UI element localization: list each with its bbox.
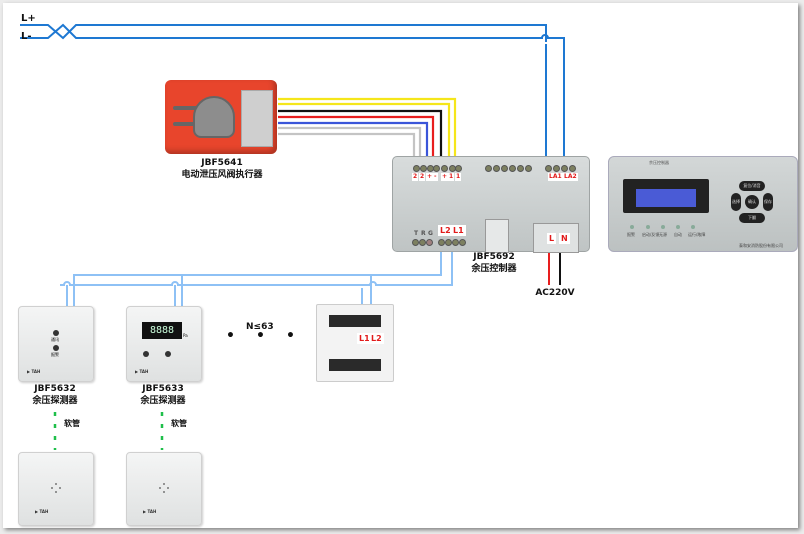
terminal-module: L1 L2 [316, 304, 394, 382]
maker-label: 泰和安消防股份有限公司 [739, 243, 783, 248]
ellipsis-dot: • [226, 328, 235, 344]
terminal-tag: 1 [448, 173, 455, 181]
bus-tag-la1: LA1 [548, 173, 563, 181]
bus-l-minus [20, 23, 565, 160]
pressure-sampler-2: ▶ TAH [126, 452, 202, 526]
led-start [646, 225, 650, 229]
select-key[interactable]: 选择 [731, 193, 741, 211]
bus-label-l-plus: L+ [21, 13, 36, 24]
hose-label-2: 软管 [171, 419, 187, 428]
actuator-device [165, 80, 277, 154]
terminal-tag: 1 [455, 173, 462, 181]
actuator-model: JBF5641 [201, 158, 243, 168]
led-auto [676, 225, 680, 229]
led-alarm [53, 345, 59, 351]
wire-grey-1 [278, 126, 422, 166]
page-down-key[interactable]: 下翻 [739, 213, 765, 223]
lcd-display [623, 179, 709, 213]
ellipsis-dot: • [286, 328, 295, 344]
bolt-icon [173, 122, 203, 126]
led-comm [53, 330, 59, 336]
logo-icon: ▶ TAH [143, 509, 157, 514]
ellipsis-dot: • [256, 328, 265, 344]
bus-tag-la2: LA2 [563, 173, 578, 181]
detector-2-model: JBF5633 [142, 384, 184, 394]
wire-yellow-2 [278, 102, 451, 166]
actuator-wires [278, 97, 457, 166]
led-alarm [630, 225, 634, 229]
wire-grey-2 [278, 132, 416, 166]
loop-tag-l2: L2 [438, 225, 453, 236]
confirm-key[interactable]: 确认 [745, 195, 759, 209]
power-tag-n: N [559, 233, 570, 244]
terminal-strip-bottom [329, 359, 381, 371]
terminal-tag: 2 [412, 173, 419, 181]
logo-icon: ▶ TAH [135, 369, 149, 374]
led-passive [661, 225, 665, 229]
controller-name: 余压控制器 [471, 264, 517, 274]
damper-gear-icon [193, 96, 235, 138]
terminal-tag: + [441, 173, 449, 181]
loop-l2 [73, 236, 442, 306]
dip-switch [485, 219, 509, 253]
power-label: AC220V [535, 288, 575, 298]
terminal-tag: - [433, 173, 438, 181]
wire-black [278, 109, 443, 166]
actuator-name: 电动泄压风阀执行器 [181, 170, 263, 180]
wire-red [278, 115, 435, 166]
hose-label-1: 软管 [64, 419, 80, 428]
bolt-icon [173, 106, 203, 110]
save-key[interactable]: 保存 [763, 193, 773, 211]
terminal-strip-top [329, 315, 381, 327]
power-socket [533, 223, 579, 253]
detector-1-model: JBF5632 [34, 384, 76, 394]
controller-front-panel: 余压控制器 复位/消音 选择 确认 保存 下翻 报警 启动/反馈 无源 自动 运… [608, 156, 798, 252]
pressure-display: 8888 [142, 322, 182, 339]
terminal-tag: + [426, 173, 434, 181]
detector-jbf5632: 通讯 报警 ▶ TAH [18, 306, 94, 382]
detector-loop [60, 236, 453, 306]
nameplate [241, 90, 273, 147]
loop-tag-l1: L1 [451, 225, 466, 236]
bus-label-l-minus: L- [21, 31, 32, 42]
bus-l-plus [20, 24, 547, 160]
diagram-canvas [3, 3, 798, 528]
wire-blue [278, 121, 429, 166]
logo-icon: ▶ TAH [35, 509, 49, 514]
loop-l1 [60, 236, 453, 306]
detector-2-name: 余压探测器 [140, 396, 186, 406]
terminal-tag-l2: L2 [369, 333, 384, 344]
detector-1-name: 余压探测器 [32, 396, 78, 406]
device-count-note: N≤63 [246, 322, 274, 332]
reset-silence-key[interactable]: 复位/消音 [739, 181, 765, 191]
main-bus [20, 23, 565, 160]
wire-yellow-1 [278, 97, 457, 166]
terminal-tag-l1: L1 [357, 333, 372, 344]
logo-icon: ▶ TAH [27, 369, 41, 374]
pressure-sampler-1: ▶ TAH [18, 452, 94, 526]
controller-device: 2 2 + - + 1 1 LA1 LA2 T R G L2 L1 L N [392, 156, 590, 253]
controller-model: JBF5692 [473, 252, 515, 262]
led-run [691, 225, 695, 229]
detector-jbf5633: 8888 Pa ▶ TAH [126, 306, 202, 382]
power-tag-l: L [547, 233, 557, 244]
panel-title: 余压控制器 [649, 160, 669, 165]
terminal-tag: 2 [419, 173, 426, 181]
